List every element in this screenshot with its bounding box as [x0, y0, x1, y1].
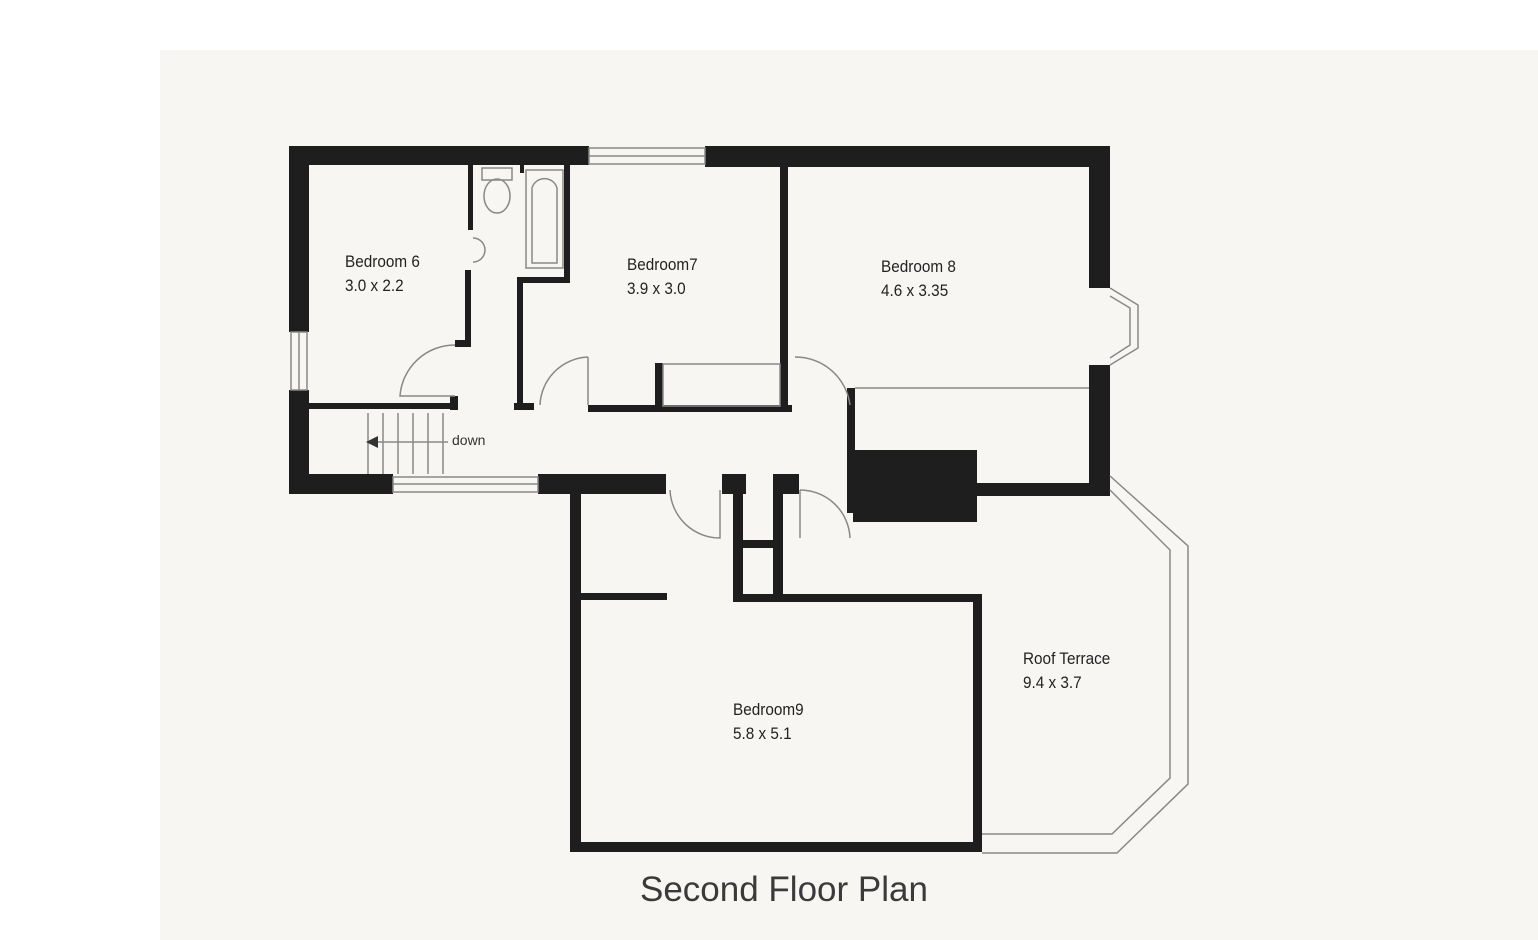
room-name: Bedroom 8 [881, 257, 956, 276]
room-dimensions: 9.4 x 3.7 [1023, 673, 1082, 692]
wall-top-right [705, 146, 1110, 167]
wall-bottom-left [289, 474, 393, 494]
wall-bottom-mid [538, 474, 666, 494]
wall-bedroom9-bottom [570, 842, 982, 852]
wall-bedroom9-top [733, 594, 982, 602]
room-label-bedroom-8: Bedroom 8 4.6 x 3.35 [881, 255, 956, 303]
wall-bedroom9-right [973, 595, 982, 852]
room-label-bedroom-9: Bedroom9 5.8 x 5.1 [733, 698, 804, 746]
room-name: Bedroom7 [627, 255, 698, 274]
wall-bedroom9-left [570, 494, 581, 850]
wall-top-left [289, 146, 589, 165]
wall-left-lower [289, 390, 309, 494]
room-dimensions: 5.8 x 5.1 [733, 724, 792, 743]
room-dimensions: 3.9 x 3.0 [627, 279, 686, 298]
wall-left-upper [289, 146, 309, 332]
room-label-bedroom-6: Bedroom 6 3.0 x 2.2 [345, 250, 420, 298]
room-label-bedroom-7: Bedroom7 3.9 x 3.0 [627, 253, 698, 301]
wall-right-upper [1089, 146, 1110, 288]
room-name: Bedroom9 [733, 700, 804, 719]
chimney-block [853, 450, 977, 522]
wall-right-lower [1089, 365, 1110, 495]
room-name: Roof Terrace [1023, 649, 1111, 668]
stairs-down-label: down [452, 432, 486, 448]
room-label-roof-terrace: Roof Terrace 9.4 x 3.7 [1023, 647, 1110, 695]
plan-title: Second Floor Plan [640, 870, 928, 909]
room-name: Bedroom 6 [345, 252, 420, 271]
room-dimensions: 3.0 x 2.2 [345, 276, 404, 295]
room-dimensions: 4.6 x 3.35 [881, 281, 949, 300]
